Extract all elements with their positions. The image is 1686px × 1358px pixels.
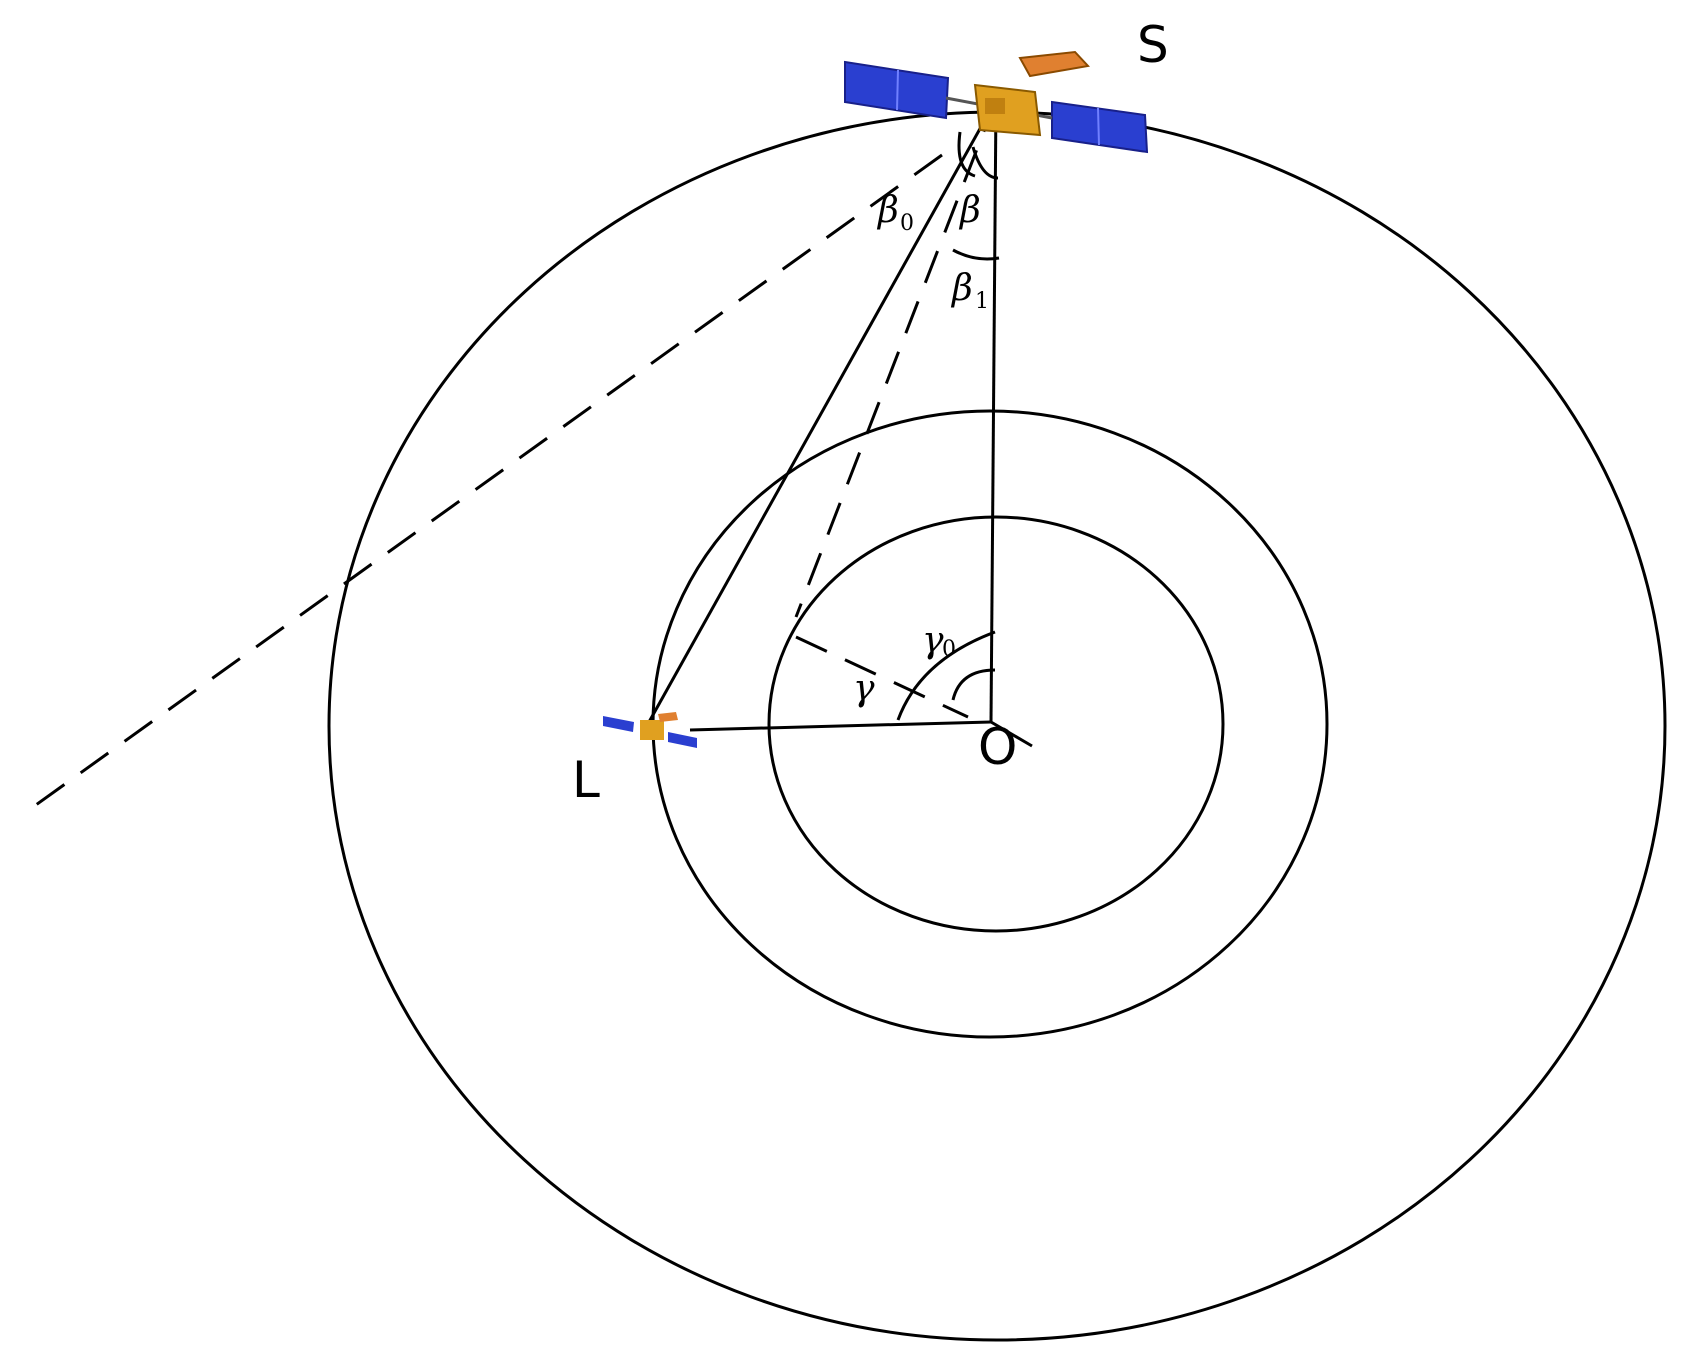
label-point-s: S <box>1137 16 1169 74</box>
line-l-to-o <box>689 720 992 732</box>
arc-gamma0 <box>951 668 996 701</box>
inner-circle <box>767 515 1225 933</box>
label-point-l: L <box>572 751 600 809</box>
label-gamma0-subscript: 0 <box>942 637 956 662</box>
arc-beta1 <box>952 248 1000 261</box>
label-beta1: β <box>950 268 973 309</box>
large-satellite <box>844 50 1149 154</box>
satellite-icon <box>603 712 697 748</box>
satellite-body <box>973 83 1042 137</box>
line-s-to-l <box>647 99 998 723</box>
solar-panel-left <box>603 716 634 732</box>
label-beta1-subscript: 1 <box>975 289 989 314</box>
antenna-panel <box>658 712 678 722</box>
line-s-to-o <box>989 99 998 723</box>
arc-beta0 <box>957 131 976 178</box>
dashed-lines <box>32 99 998 809</box>
panel-divider <box>896 69 899 111</box>
label-gamma: γ <box>853 668 875 709</box>
label-gamma0: γ <box>922 620 944 661</box>
dashed-line-s-to-tangent-point <box>794 99 998 618</box>
label-point-o: O <box>978 718 1017 776</box>
antenna-panel <box>1018 50 1090 78</box>
solar-panel-right <box>668 732 697 748</box>
line-o-tick <box>990 720 1033 748</box>
panel-divider <box>1097 107 1100 146</box>
solid-lines <box>647 99 1033 748</box>
label-beta0-subscript: 0 <box>900 211 914 236</box>
body-detail <box>985 98 1005 114</box>
label-beta0: β <box>876 190 899 231</box>
arc-beta-small <box>971 146 999 180</box>
label-beta: β <box>958 190 981 231</box>
angle-arcs <box>896 131 1000 721</box>
small-satellite <box>603 712 697 748</box>
satellite-body <box>640 720 664 740</box>
satellite-icon <box>844 50 1149 154</box>
dashed-tangent-line <box>32 153 943 809</box>
dashed-line-tangent-point-to-o <box>795 635 969 719</box>
arc-gamma <box>896 630 996 721</box>
